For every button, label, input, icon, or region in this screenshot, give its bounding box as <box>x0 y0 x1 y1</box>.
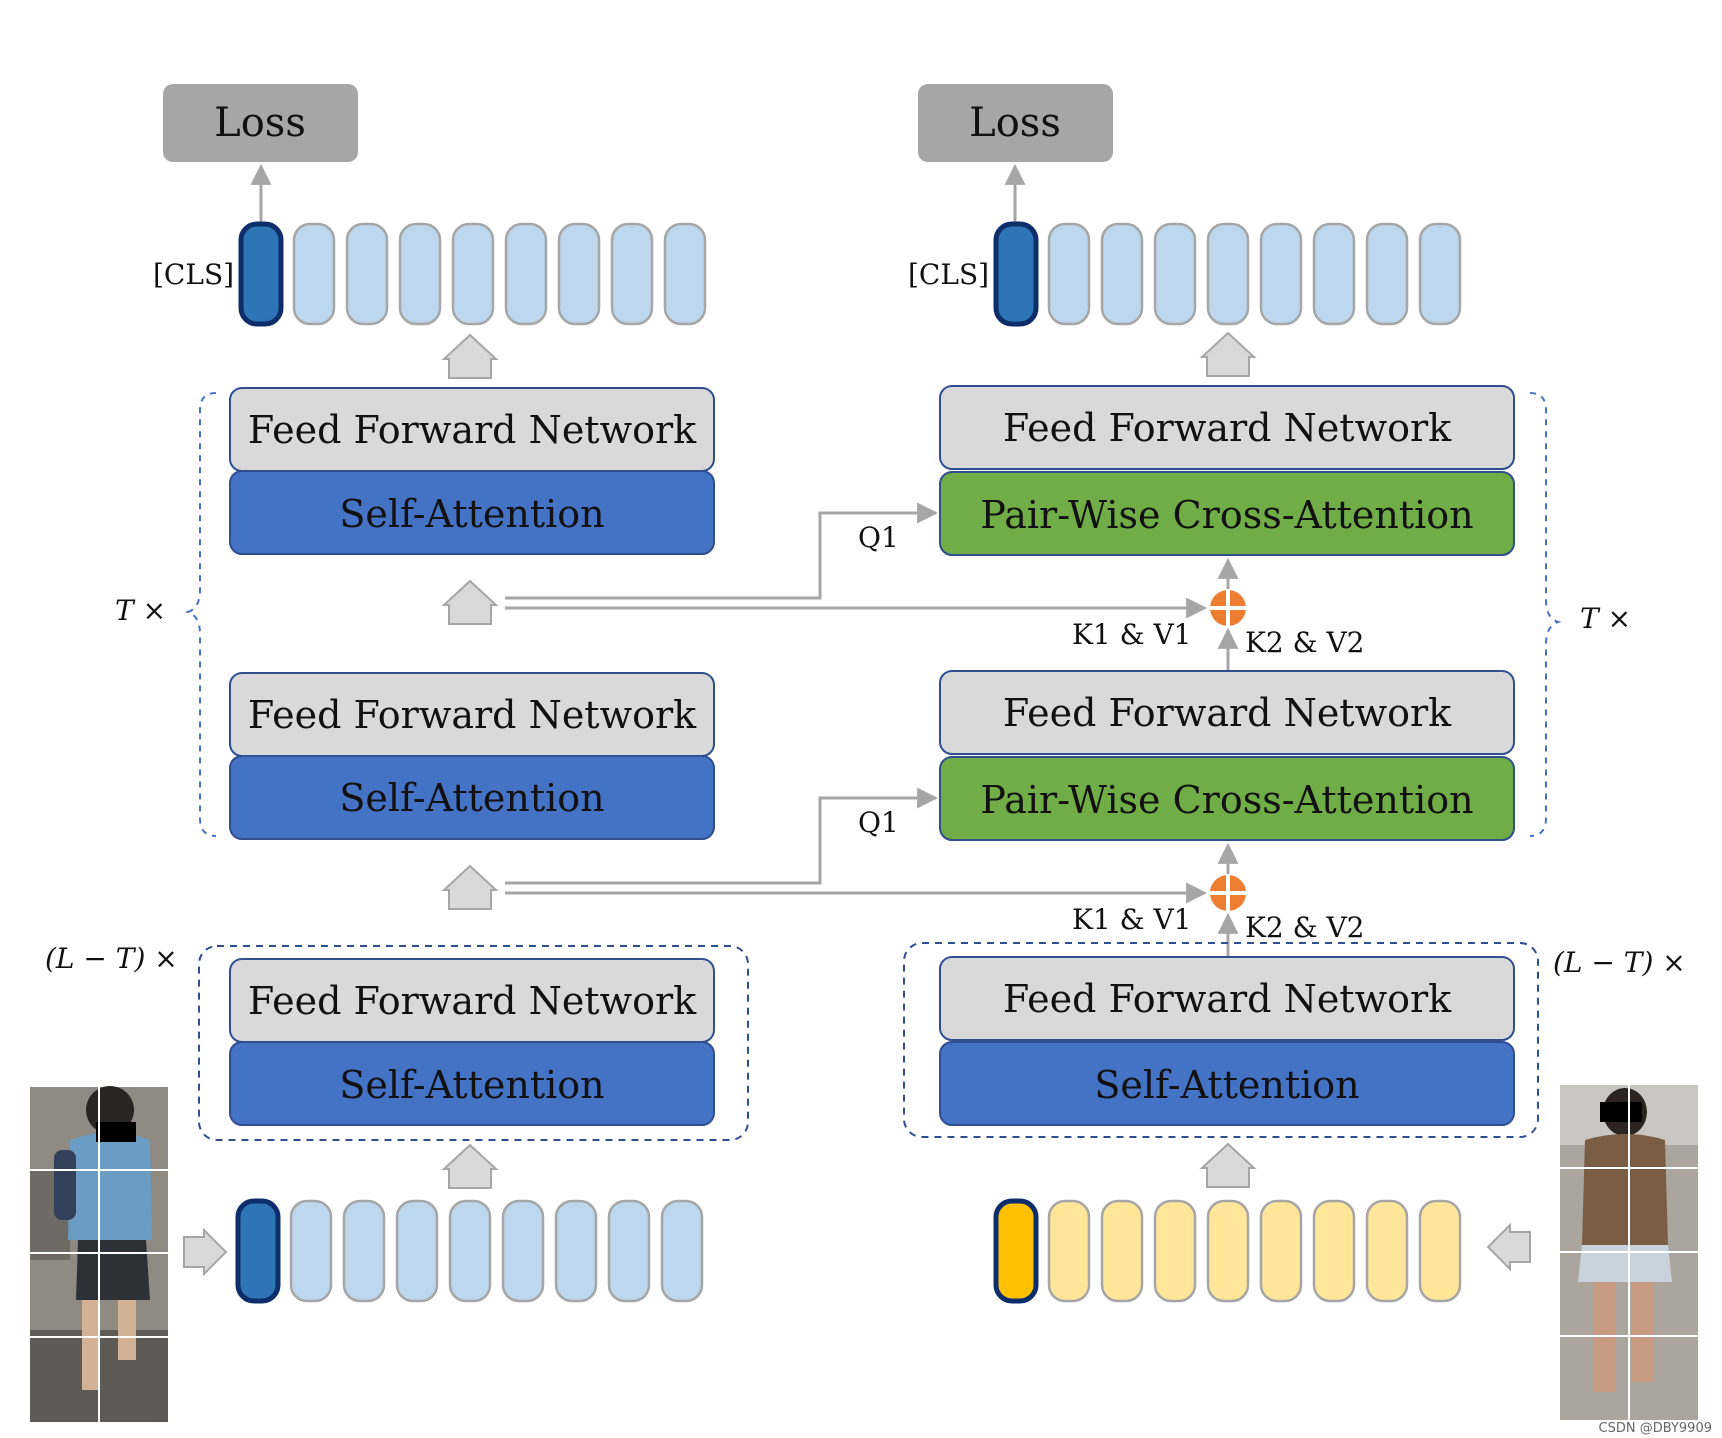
right-output-cls-token <box>993 221 1039 327</box>
token <box>342 1199 386 1303</box>
token <box>1206 222 1250 326</box>
upper-kv1-label: K1 & V1 <box>1072 618 1192 651</box>
right-input-cls-token <box>993 1198 1039 1304</box>
left-input-token-row <box>235 1198 704 1304</box>
token <box>451 222 495 326</box>
up-block-arrow-icon <box>441 333 499 379</box>
right-bottom-self-attention-box: Self-Attention <box>939 1041 1515 1126</box>
left-output-token-row <box>238 221 707 327</box>
left-upper-self-attention-label: Self-Attention <box>339 492 604 536</box>
right-upper-cross-attention-box: Pair-Wise Cross-Attention <box>939 471 1515 556</box>
token <box>1153 1199 1197 1303</box>
upper-q1-label: Q1 <box>858 521 899 554</box>
upper-q1-connector <box>505 502 939 600</box>
right-input-token-row <box>993 1198 1462 1304</box>
left-bottom-ffn-label: Feed Forward Network <box>248 979 697 1023</box>
left-input-cls-token <box>235 1198 281 1304</box>
left-middle-ffn-label: Feed Forward Network <box>248 693 697 737</box>
right-t-brace <box>1529 392 1562 837</box>
right-middle-cross-attention-label: Pair-Wise Cross-Attention <box>980 778 1473 822</box>
right-t-times-label: T × <box>1580 602 1631 635</box>
lower-kv2-label: K2 & V2 <box>1245 911 1365 944</box>
left-cls-label: [CLS] <box>153 258 234 291</box>
token <box>292 222 336 326</box>
token <box>1047 1199 1091 1303</box>
left-t-brace <box>184 392 217 837</box>
token <box>1312 222 1356 326</box>
token <box>1153 222 1197 326</box>
token <box>663 222 707 326</box>
up-block-arrow-icon <box>441 864 499 910</box>
token <box>1312 1199 1356 1303</box>
left-loss-box: Loss <box>163 84 358 162</box>
left-upper-self-attention-box: Self-Attention <box>229 470 715 555</box>
lower-kv1-label: K1 & V1 <box>1072 903 1192 936</box>
token <box>557 222 601 326</box>
left-loss-label: Loss <box>214 100 306 146</box>
token <box>289 1199 333 1303</box>
token <box>610 222 654 326</box>
left-middle-ffn-box: Feed Forward Network <box>229 672 715 757</box>
right-loss-box: Loss <box>918 84 1113 162</box>
up-block-arrow-icon <box>1199 1142 1257 1188</box>
right-loss-label: Loss <box>969 100 1061 146</box>
lower-add-node-icon <box>1210 875 1246 911</box>
right-upper-ffn-label: Feed Forward Network <box>1003 406 1452 450</box>
upper-kv2-label: K2 & V2 <box>1245 626 1365 659</box>
token <box>1206 1199 1250 1303</box>
left-upper-ffn-label: Feed Forward Network <box>248 408 697 452</box>
right-bottom-ffn-box: Feed Forward Network <box>939 956 1515 1041</box>
left-lt-times-label: (L − T) × <box>45 942 178 975</box>
token <box>398 222 442 326</box>
token <box>660 1199 704 1303</box>
watermark-text: CSDN @DBY9909 <box>1599 1421 1712 1436</box>
left-bottom-ffn-box: Feed Forward Network <box>229 958 715 1043</box>
up-block-arrow-icon <box>441 1143 499 1189</box>
token <box>1365 1199 1409 1303</box>
right-bottom-self-attention-label: Self-Attention <box>1094 1063 1359 1107</box>
left-person-photo <box>30 1086 168 1422</box>
right-upper-cross-attention-label: Pair-Wise Cross-Attention <box>980 493 1473 537</box>
left-t-times-label: T × <box>115 594 166 627</box>
up-block-arrow-icon <box>1199 331 1257 377</box>
right-middle-ffn-label: Feed Forward Network <box>1003 691 1452 735</box>
right-cls-label: [CLS] <box>908 258 989 291</box>
right-middle-cross-attention-box: Pair-Wise Cross-Attention <box>939 756 1515 841</box>
token <box>345 222 389 326</box>
left-block-arrow-icon <box>1486 1222 1531 1272</box>
token <box>607 1199 651 1303</box>
token <box>1259 1199 1303 1303</box>
left-output-cls-token <box>238 221 284 327</box>
right-upper-ffn-box: Feed Forward Network <box>939 385 1515 470</box>
right-block-arrow-icon <box>183 1227 228 1277</box>
token <box>501 1199 545 1303</box>
left-bottom-self-attention-box: Self-Attention <box>229 1041 715 1126</box>
lower-q1-label: Q1 <box>858 806 899 839</box>
right-lt-times-label: (L − T) × <box>1553 946 1686 979</box>
token <box>1100 222 1144 326</box>
token <box>1418 222 1462 326</box>
token <box>1047 222 1091 326</box>
right-output-token-row <box>993 221 1462 327</box>
right-person-photo <box>1560 1085 1698 1420</box>
token <box>448 1199 492 1303</box>
right-bottom-ffn-label: Feed Forward Network <box>1003 977 1452 1021</box>
token <box>1100 1199 1144 1303</box>
right-middle-ffn-box: Feed Forward Network <box>939 670 1515 755</box>
token <box>1365 222 1409 326</box>
upper-add-node-icon <box>1210 590 1246 626</box>
token <box>554 1199 598 1303</box>
lower-q1-connector <box>505 787 939 885</box>
up-block-arrow-icon <box>441 579 499 625</box>
left-bottom-self-attention-label: Self-Attention <box>339 1063 604 1107</box>
token <box>504 222 548 326</box>
left-middle-self-attention-box: Self-Attention <box>229 755 715 840</box>
token <box>395 1199 439 1303</box>
right-lt-dashed-box <box>903 942 1539 1138</box>
token <box>1418 1199 1462 1303</box>
left-middle-self-attention-label: Self-Attention <box>339 776 604 820</box>
left-upper-ffn-box: Feed Forward Network <box>229 387 715 472</box>
token <box>1259 222 1303 326</box>
